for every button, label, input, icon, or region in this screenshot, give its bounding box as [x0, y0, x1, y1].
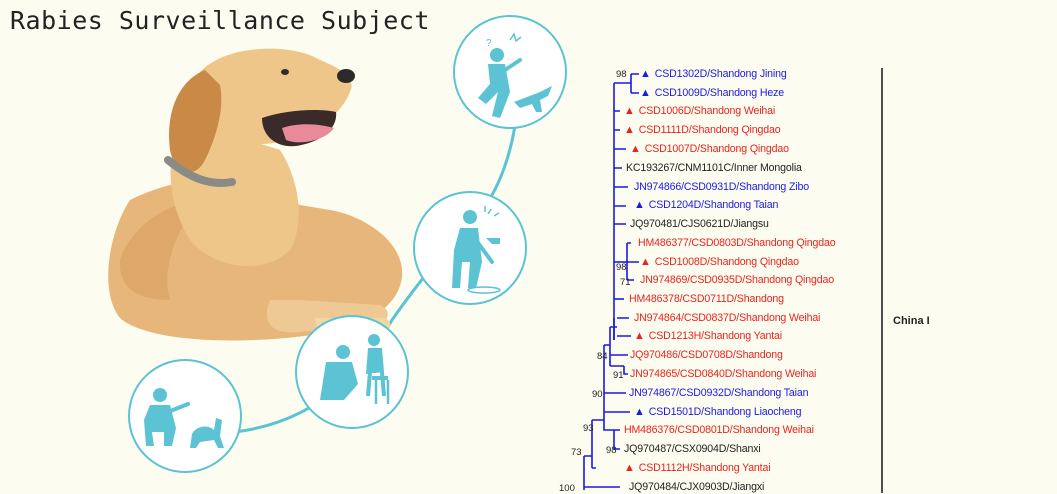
svg-text:?: ? — [486, 38, 492, 49]
sample-marker-icon: ▲ — [624, 462, 635, 474]
bootstrap-value: 84 — [597, 351, 608, 362]
sample-marker-icon: ▲ — [634, 199, 645, 211]
bootstrap-value: 100 — [559, 483, 575, 494]
rabies-illustration: ? — [108, 15, 567, 473]
tree-tip: ▲CSD1007D/Shandong Qingdao — [630, 143, 789, 155]
tree-tip: KC193267/CNM1101C/Inner Mongolia — [626, 162, 802, 174]
tree-tip: JN974866/CSD0931D/Shandong Zibo — [634, 181, 809, 193]
tree-tip: HM486377/CSD0803D/Shandong Qingdao — [638, 237, 836, 249]
tree-tip: ▲CSD1501D/Shandong Liaocheng — [634, 406, 802, 418]
sample-marker-icon: ▲ — [640, 87, 651, 99]
sample-marker-icon: ▲ — [634, 406, 645, 418]
bootstrap-value: 91 — [613, 370, 624, 381]
tree-tip: JQ970486/CSD0708D/Shandong — [630, 349, 783, 361]
dog-bite-icon: ? — [453, 15, 567, 129]
tree-tip: JN974867/CSD0932D/Shandong Taian — [629, 387, 809, 399]
tree-tip: ▲CSD1112H/Shandong Yantai — [624, 462, 771, 474]
tree-tip: JQ970484/CJX0903D/Jiangxi — [629, 481, 765, 493]
doctor-treatment-icon — [295, 315, 409, 429]
bootstrap-value: 93 — [583, 423, 594, 434]
dog-image — [108, 48, 403, 341]
page-title: Rabies Surveillance Subject — [10, 6, 430, 35]
sample-marker-icon: ▲ — [634, 330, 645, 342]
bootstrap-value: 98 — [616, 262, 627, 273]
sample-marker-icon: ▲ — [624, 124, 635, 136]
tree-tip: JQ970487/CSX0904D/Shanxi — [624, 443, 761, 455]
tree-tip: HM486378/CSD0711D/Shandong — [629, 293, 784, 305]
tree-tip: JN974869/CSD0935D/Shandong Qingdao — [640, 274, 834, 286]
bootstrap-value: 98 — [616, 69, 627, 80]
bootstrap-value: 90 — [592, 389, 603, 400]
tree-tip: ▲CSD1009D/Shandong Heze — [640, 87, 784, 99]
bootstrap-value: 98 — [606, 445, 617, 456]
tree-tip: ▲CSD1213H/Shandong Yantai — [634, 330, 782, 342]
sample-marker-icon: ▲ — [640, 256, 651, 268]
tree-tip: ▲CSD1204D/Shandong Taian — [634, 199, 779, 211]
tree-tip: ▲CSD1008D/Shandong Qingdao — [640, 256, 799, 268]
tree-tip: ▲CSD1302D/Shandong Jining — [640, 68, 787, 80]
wound-washing-icon — [413, 191, 527, 305]
tree-tip: ▲CSD1111D/Shandong Qingdao — [624, 124, 781, 136]
sample-marker-icon: ▲ — [640, 68, 651, 80]
sample-marker-icon: ▲ — [630, 143, 641, 155]
bootstrap-value: 73 — [571, 447, 582, 458]
bootstrap-value: 71 — [620, 277, 631, 288]
tree-tip: JN974865/CSD0840D/Shandong Weihai — [630, 368, 817, 380]
tree-tip: JQ970481/CJS0621D/Jiangsu — [630, 218, 769, 230]
sample-marker-icon: ▲ — [624, 105, 635, 117]
tree-tip: JN974864/CSD0837D/Shandong Weihai — [634, 312, 821, 324]
tree-tip: HM486376/CSD0801D/Shandong Weihai — [624, 424, 814, 436]
clade-label: China I — [893, 315, 930, 327]
tree-tip: ▲CSD1006D/Shandong Weihai — [624, 105, 776, 117]
dog-vaccination-icon — [128, 359, 242, 473]
